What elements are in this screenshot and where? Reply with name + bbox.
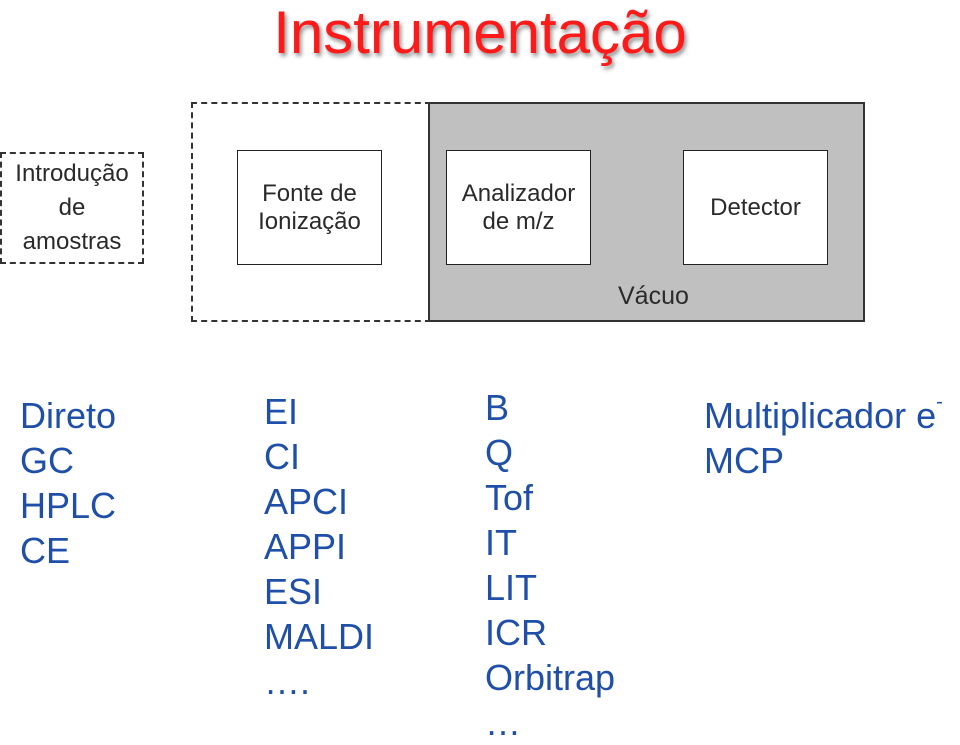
list-item: MCP — [704, 440, 784, 481]
list-item: …. — [264, 661, 311, 702]
list-item: CE — [20, 530, 71, 571]
list-item: Multiplicador e- — [704, 391, 943, 438]
list-item: Tof — [485, 477, 534, 518]
list-item: ICR — [485, 612, 547, 653]
analyzer-box: Analizador de m/z — [446, 150, 591, 265]
ion-source-line2: Ionização — [258, 207, 361, 235]
ion-source-box: Fonte de Ionização — [237, 150, 382, 265]
list-item: APCI — [264, 481, 349, 522]
electron-charge-sup: - — [936, 391, 943, 413]
list-item: IT — [485, 522, 517, 563]
analyzer-line1: Analizador — [461, 179, 576, 207]
analyzer-line2: de m/z — [482, 207, 555, 235]
ionization-methods-list: EI CI APCI APPI ESI MALDI …. — [264, 389, 374, 704]
introduction-methods-list: Direto GC HPLC CE — [20, 393, 116, 573]
detector-label: Detector — [710, 193, 801, 221]
detector-types-list: Multiplicador e- MCP — [704, 391, 943, 483]
list-item: Orbitrap — [485, 657, 616, 698]
vacuum-label: Vácuo — [618, 282, 689, 310]
list-item: B — [485, 387, 510, 428]
list-item: MALDI — [264, 616, 375, 657]
list-item: EI — [264, 391, 299, 432]
detector-box: Detector — [683, 150, 828, 265]
list-item: Direto — [20, 395, 117, 436]
multiplier-label: Multiplicador e — [704, 395, 937, 436]
sample-box-line3: amostras — [22, 228, 122, 255]
ion-source-line1: Fonte de — [262, 179, 357, 207]
ion-source-region — [191, 102, 431, 322]
list-item: CI — [264, 436, 300, 477]
sample-box-line2: de — [58, 194, 86, 221]
analyzer-types-list: B Q Tof IT LIT ICR Orbitrap … — [485, 385, 615, 745]
sample-introduction-box: Introdução de amostras — [0, 152, 144, 264]
list-item: … — [485, 702, 521, 743]
page-title: Instrumentação — [273, 0, 687, 66]
list-item: ESI — [264, 571, 323, 612]
list-item: GC — [20, 440, 74, 481]
list-item: HPLC — [20, 485, 117, 526]
sample-box-line1: Introdução — [15, 160, 129, 187]
list-item: APPI — [264, 526, 347, 567]
list-item: LIT — [485, 567, 538, 608]
list-item: Q — [485, 432, 514, 473]
